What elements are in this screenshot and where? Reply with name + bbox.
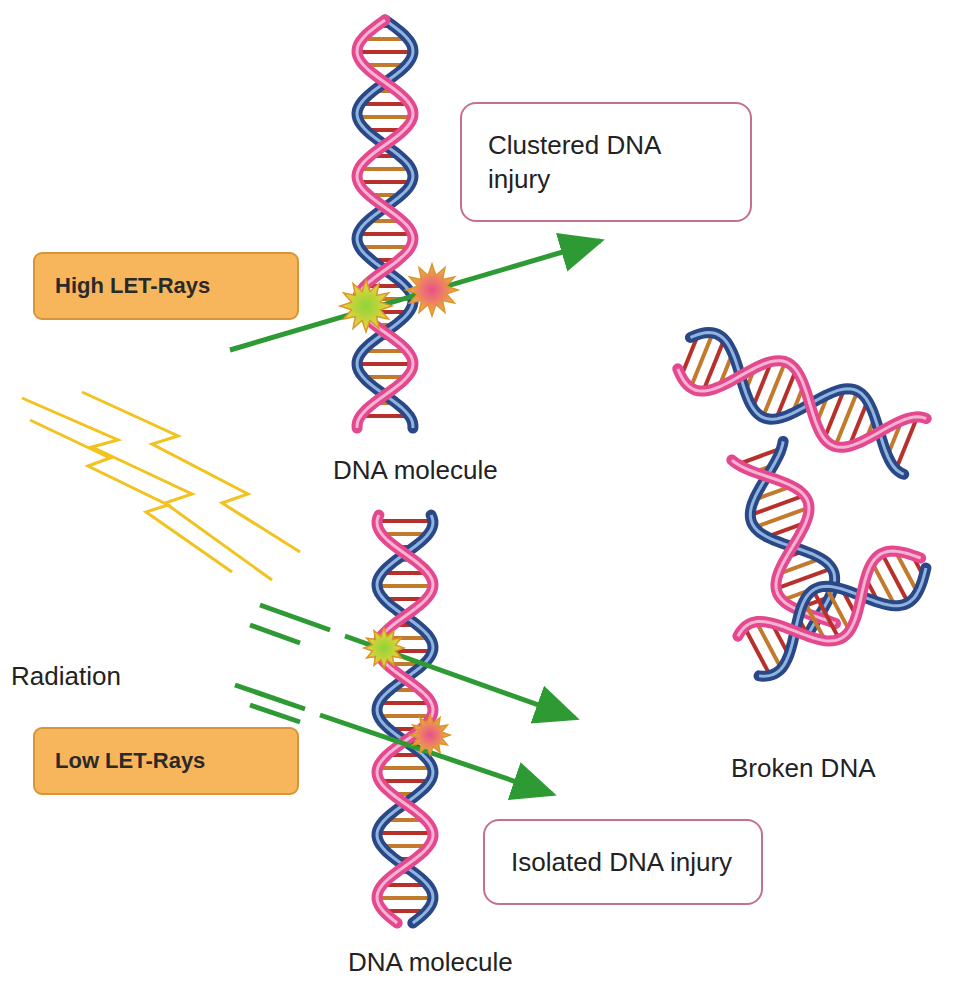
injury-box: Isolated DNA injury [483, 819, 763, 905]
backbone-strand [357, 20, 413, 428]
backbone-highlight [357, 20, 413, 428]
backbone-strand [735, 538, 936, 680]
base-pair [378, 714, 431, 718]
base-pair [813, 590, 839, 639]
dna-helix [377, 515, 433, 923]
backbone-highlight [377, 515, 433, 923]
damage-burst [340, 280, 392, 332]
radiation-ray [230, 241, 600, 794]
backbone-strand [735, 538, 936, 680]
box-text: Isolated DNA injury [511, 845, 735, 879]
backbone-strand [377, 515, 433, 923]
backbone-highlight [673, 325, 926, 474]
base-pair [378, 766, 433, 770]
damage-burst [340, 264, 458, 755]
damage-burst [406, 264, 458, 316]
base-pair [379, 701, 432, 705]
base-pair [377, 584, 433, 588]
backbone-highlight [673, 325, 926, 474]
base-pair [357, 115, 412, 119]
base-pair [377, 831, 433, 835]
backbone-strand [673, 325, 926, 474]
base-pair [744, 627, 770, 675]
base-pair [358, 232, 412, 236]
ray-type-box: High LET-Rays [33, 252, 299, 320]
dna-helix [729, 440, 850, 638]
base-pair [359, 167, 411, 171]
dna-helix [673, 325, 926, 474]
box-text: High LET-Rays [55, 272, 277, 300]
base-pair [357, 50, 413, 54]
box-text: Low LET-Rays [55, 747, 277, 775]
base-pair [357, 362, 413, 366]
broken-dna-label: Broken DNA [728, 752, 879, 784]
radiation-label: Radiation [8, 660, 124, 692]
backbone-strand [377, 515, 433, 923]
base-pair [377, 896, 433, 900]
base-pair [882, 553, 908, 602]
backbone-strand [729, 440, 850, 638]
base-pair [358, 180, 412, 184]
injury-box: Clustered DNA injury [460, 102, 752, 222]
helix-label: DNA molecule [330, 454, 501, 486]
lightning-bolt [22, 392, 300, 580]
backbone-highlight [735, 538, 936, 680]
damage-burst [410, 715, 450, 755]
backbone-highlight [729, 440, 850, 638]
backbone-strand [357, 20, 413, 428]
backbone-strand [673, 325, 926, 474]
dna-helix [735, 538, 936, 680]
backbone-highlight [357, 20, 413, 428]
backbone-strand [729, 440, 850, 638]
backbone-highlight [729, 440, 850, 638]
box-text: Clustered DNA injury [488, 128, 724, 196]
damage-burst [364, 628, 404, 668]
backbone-highlight [377, 515, 433, 923]
ray-type-box: Low LET-Rays [33, 727, 299, 795]
helix-label: DNA molecule [345, 946, 516, 978]
base-pair [377, 519, 433, 523]
backbone-highlight [735, 538, 936, 680]
dna-helix [357, 20, 413, 428]
